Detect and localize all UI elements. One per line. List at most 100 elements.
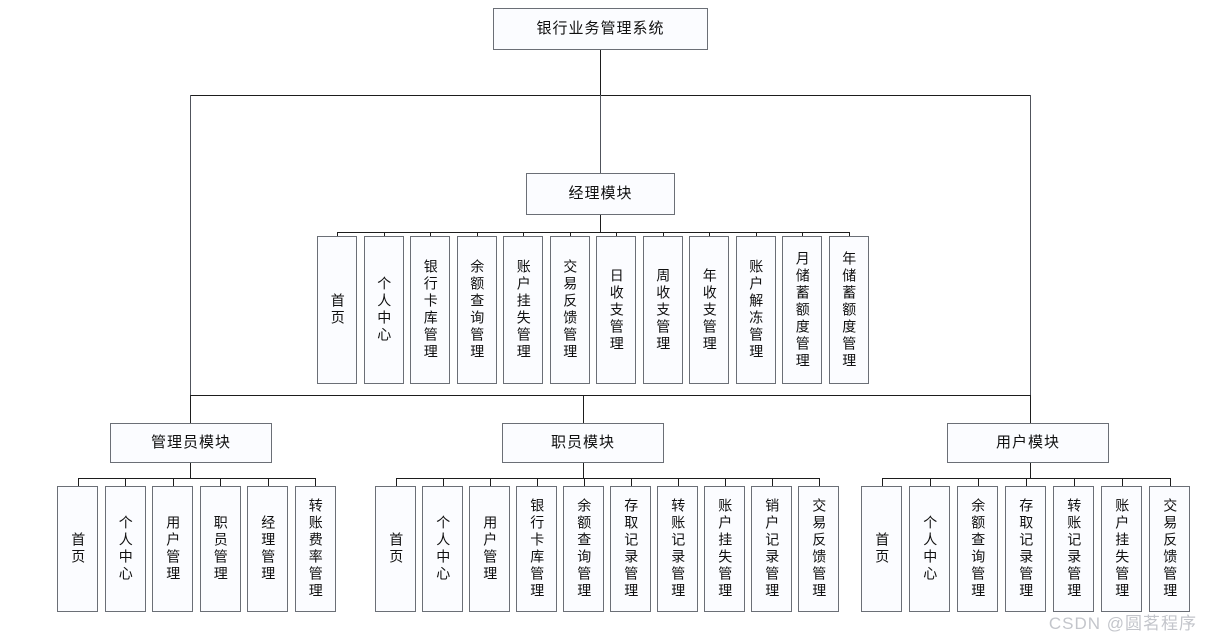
connector-manager-child-10	[802, 232, 803, 236]
connector-manager-stem	[600, 215, 601, 232]
node-admin-child-1[interactable]: 个人中心	[104, 486, 146, 612]
node-root[interactable]: 银行业务管理系统	[493, 8, 708, 50]
node-user-child-3[interactable]: 存取记录管理	[1005, 486, 1046, 612]
node-manager-child-5[interactable]: 交易反馈管理	[549, 236, 590, 384]
connector-manager-child-11	[848, 232, 850, 236]
node-label: 个人中心	[435, 515, 452, 583]
node-label: 账户挂失管理	[515, 259, 532, 361]
connector-staff-child-8	[771, 478, 773, 486]
node-label: 年收支管理	[701, 267, 718, 353]
node-admin-child-0[interactable]: 首页	[57, 486, 98, 612]
node-label: 个人中心	[922, 515, 939, 583]
connector-user-child-2	[977, 478, 979, 486]
node-staff-child-1[interactable]: 个人中心	[422, 486, 463, 612]
node-label: 存取记录管理	[1018, 498, 1035, 600]
node-label: 转账费率管理	[307, 498, 324, 600]
node-label: 月储蓄额度管理	[794, 250, 811, 370]
node-root-label: 银行业务管理系统	[536, 20, 665, 37]
node-label: 年储蓄额度管理	[841, 250, 858, 370]
node-label: 首页	[70, 532, 87, 566]
node-label: 银行卡库管理	[529, 498, 546, 600]
node-staff-child-9[interactable]: 交易反馈管理	[798, 486, 839, 612]
node-manager-child-0[interactable]: 首页	[317, 236, 357, 384]
connector-staff-child-7	[724, 478, 726, 486]
node-label: 账户挂失管理	[1114, 498, 1131, 600]
node-label: 存取记录管理	[623, 498, 640, 600]
node-module-user-label: 用户模块	[995, 434, 1060, 451]
node-staff-child-6[interactable]: 转账记录管理	[657, 486, 698, 612]
node-user-child-2[interactable]: 余额查询管理	[957, 486, 998, 612]
node-manager-child-4[interactable]: 账户挂失管理	[503, 236, 543, 384]
node-staff-child-7[interactable]: 账户挂失管理	[704, 486, 745, 612]
node-user-child-0[interactable]: 首页	[861, 486, 902, 612]
node-label: 首页	[329, 293, 346, 327]
node-manager-child-11[interactable]: 年储蓄额度管理	[828, 236, 869, 384]
node-user-child-1[interactable]: 个人中心	[909, 486, 950, 612]
connector-lower-bus	[190, 395, 1031, 396]
node-manager-child-7[interactable]: 周收支管理	[642, 236, 683, 384]
connector-admin-child-0	[77, 478, 79, 486]
connector-user-child-3	[1025, 478, 1027, 486]
node-staff-child-4[interactable]: 余额查询管理	[563, 486, 604, 612]
connector-admin-child-5	[315, 478, 316, 486]
connector-manager-child-7	[662, 232, 664, 236]
node-admin-child-5[interactable]: 转账费率管理	[294, 486, 336, 612]
connector-manager-child-6	[616, 232, 617, 236]
connector-staff-child-6	[677, 478, 679, 486]
connector-staff-bracket	[395, 478, 819, 479]
node-staff-child-2[interactable]: 用户管理	[469, 486, 510, 612]
node-manager-child-10[interactable]: 月储蓄额度管理	[782, 236, 822, 384]
connector-staff-child-5	[630, 478, 632, 486]
node-label: 用户管理	[165, 515, 182, 583]
connector-top-bus-left-leg	[190, 95, 191, 395]
node-user-child-6[interactable]: 交易反馈管理	[1149, 486, 1190, 612]
connector-manager-child-2	[430, 232, 431, 236]
node-staff-child-5[interactable]: 存取记录管理	[610, 486, 651, 612]
connector-manager-child-5	[569, 232, 571, 236]
connector-top-bus	[190, 95, 1031, 96]
node-module-staff[interactable]: 职员模块	[502, 423, 664, 463]
node-manager-child-8[interactable]: 年收支管理	[689, 236, 729, 384]
connector-user-child-4	[1073, 478, 1075, 486]
node-manager-child-9[interactable]: 账户解冻管理	[735, 236, 776, 384]
node-label: 余额查询管理	[576, 498, 593, 600]
connector-user-stem	[1030, 463, 1031, 478]
node-label: 职员管理	[212, 515, 229, 583]
node-label: 银行卡库管理	[422, 259, 439, 361]
connector-root-drop	[600, 50, 601, 95]
connector-admin-stem	[190, 463, 191, 478]
node-module-admin[interactable]: 管理员模块	[110, 423, 272, 463]
node-label: 周收支管理	[655, 267, 672, 353]
node-label: 交易反馈管理	[562, 259, 579, 361]
node-manager-child-3[interactable]: 余额查询管理	[456, 236, 497, 384]
node-manager-child-2[interactable]: 银行卡库管理	[410, 236, 450, 384]
node-module-manager[interactable]: 经理模块	[526, 173, 675, 215]
connector-top-bus-right-leg	[1030, 95, 1031, 395]
node-admin-child-2[interactable]: 用户管理	[152, 486, 193, 612]
connector-admin-child-2	[172, 478, 174, 486]
node-admin-child-3[interactable]: 职员管理	[199, 486, 241, 612]
node-module-admin-label: 管理员模块	[150, 434, 231, 451]
connector-lower-bus-drop-admin	[190, 395, 191, 423]
node-label: 首页	[388, 532, 405, 566]
node-label: 转账记录管理	[1066, 498, 1083, 600]
connector-user-child-0	[881, 478, 883, 486]
connector-manager-child-0	[337, 232, 338, 236]
node-staff-child-8[interactable]: 销户记录管理	[751, 486, 792, 612]
connector-staff-child-3	[536, 478, 538, 486]
node-label: 账户解冻管理	[748, 259, 765, 361]
connector-staff-child-2	[489, 478, 491, 486]
connector-admin-child-3	[220, 478, 221, 486]
node-module-user[interactable]: 用户模块	[947, 423, 1109, 463]
node-user-child-5[interactable]: 账户挂失管理	[1101, 486, 1142, 612]
node-staff-child-0[interactable]: 首页	[375, 486, 416, 612]
node-staff-child-3[interactable]: 银行卡库管理	[516, 486, 557, 612]
connector-staff-stem	[583, 463, 584, 478]
node-manager-child-1[interactable]: 个人中心	[363, 236, 404, 384]
node-admin-child-4[interactable]: 经理管理	[247, 486, 288, 612]
connector-staff-child-1	[442, 478, 444, 486]
node-manager-child-6[interactable]: 日收支管理	[596, 236, 636, 384]
node-user-child-4[interactable]: 转账记录管理	[1053, 486, 1094, 612]
connector-staff-child-4	[583, 478, 585, 486]
